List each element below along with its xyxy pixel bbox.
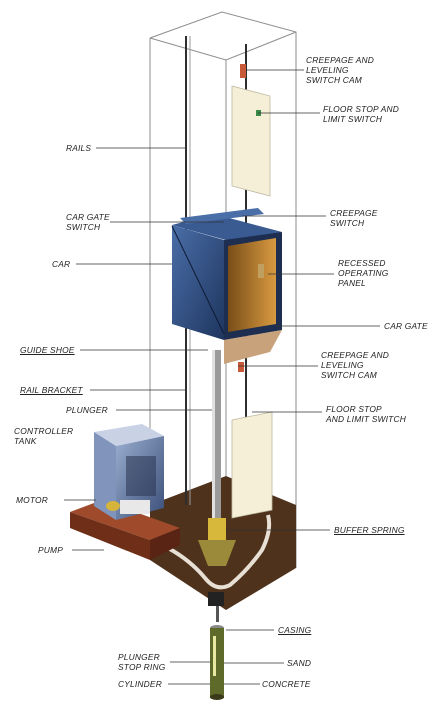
label-sand: SAND xyxy=(287,658,311,668)
cylinder-assembly xyxy=(208,592,224,700)
label-floor-stop-limit-bottom: FLOOR STOP AND LIMIT SWITCH xyxy=(326,404,406,424)
label-casing: CASING xyxy=(278,625,311,635)
limit-switch-panel-bottom xyxy=(232,412,272,518)
label-car-gate-switch: CAR GATE SWITCH xyxy=(66,212,110,232)
cam-bottom xyxy=(238,362,244,372)
label-guide-shoe: GUIDE SHOE xyxy=(20,345,75,355)
cam-top xyxy=(240,64,246,78)
label-plunger: PLUNGER xyxy=(66,405,108,415)
limit-switch-panel-top xyxy=(232,86,270,196)
label-creepage-leveling-cam-top: CREEPAGE AND LEVELING SWITCH CAM xyxy=(306,55,374,85)
label-plunger-stop-ring: PLUNGER STOP RING xyxy=(118,652,165,672)
label-rail-bracket: RAIL BRACKET xyxy=(20,385,83,395)
label-buffer-spring: BUFFER SPRING xyxy=(334,525,405,535)
label-cylinder: CYLINDER xyxy=(118,679,162,689)
plunger xyxy=(212,350,221,530)
label-motor: MOTOR xyxy=(16,495,48,505)
label-creepage-leveling-cam-bottom: CREEPAGE AND LEVELING SWITCH CAM xyxy=(321,350,389,380)
label-recessed-operating-panel: RECESSED OPERATING PANEL xyxy=(338,258,389,288)
label-car-gate: CAR GATE xyxy=(384,321,428,331)
label-concrete: CONCRETE xyxy=(262,679,311,689)
label-creepage-switch: CREEPAGE SWITCH xyxy=(330,208,378,228)
label-controller-tank: CONTROLLER TANK xyxy=(14,426,73,446)
controller-tank xyxy=(94,424,164,520)
car xyxy=(172,214,282,364)
label-car: CAR xyxy=(52,259,70,269)
plunger-base xyxy=(208,518,226,540)
label-rails: RAILS xyxy=(66,143,91,153)
label-floor-stop-limit-top: FLOOR STOP AND LIMIT SWITCH xyxy=(323,104,399,124)
label-pump: PUMP xyxy=(38,545,63,555)
